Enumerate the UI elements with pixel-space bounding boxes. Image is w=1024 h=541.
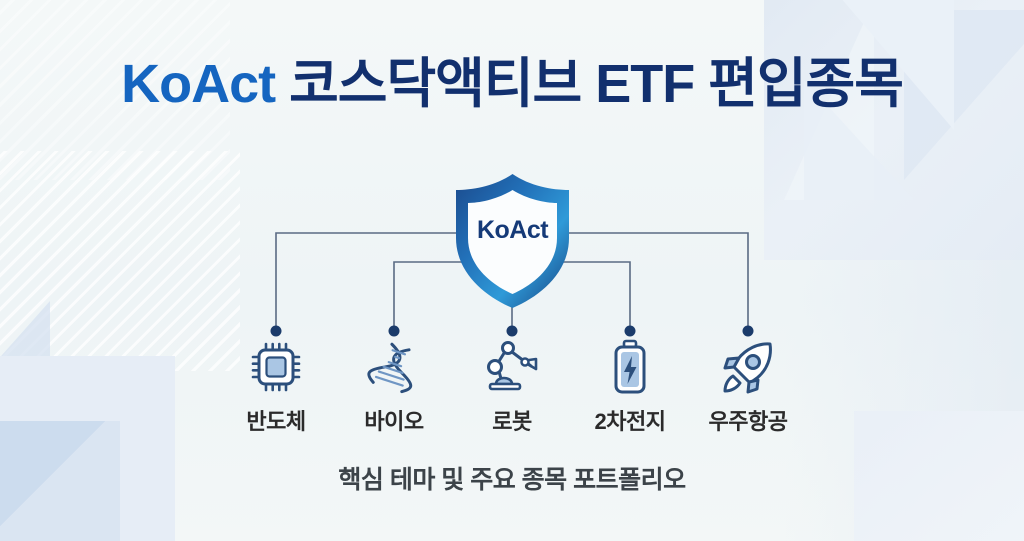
cpu-chip-icon	[216, 336, 336, 398]
theme-node-row: 반도체	[0, 336, 1024, 446]
battery-bolt-icon	[570, 336, 690, 398]
dna-helix-icon	[334, 336, 454, 398]
koact-shield-logo: KoAct	[440, 168, 585, 313]
theme-node-aerospace[interactable]: 우주항공	[688, 336, 808, 436]
caption-text: 핵심 테마 및 주요 종목 포트폴리오	[338, 466, 686, 494]
theme-node-bio[interactable]: 바이오	[334, 336, 454, 436]
theme-node-semiconductor[interactable]: 반도체	[216, 336, 336, 436]
theme-label: 우주항공	[708, 409, 788, 434]
theme-label: 바이오	[364, 409, 424, 434]
shield-label: KoAct	[476, 216, 549, 244]
theme-label: 2차전지	[594, 409, 666, 434]
background-triangle-c	[804, 80, 914, 200]
theme-node-robot[interactable]: 로봇	[452, 336, 572, 436]
shield-icon	[456, 174, 569, 308]
theme-node-battery[interactable]: 2차전지	[570, 336, 690, 436]
theme-label: 로봇	[492, 409, 532, 434]
background-top-left-stripes	[0, 0, 230, 180]
background-bottom-left-accent	[0, 421, 120, 541]
theme-label: 반도체	[246, 409, 306, 434]
background-bottom-right-block	[854, 411, 1024, 541]
title-brand: KoAct	[121, 54, 276, 114]
rocket-icon	[688, 336, 808, 398]
page-title: KoAct 코스닥액티브 ETF 편입종목	[0, 54, 1024, 114]
title-rest: 코스닥액티브 ETF 편입종목	[289, 54, 904, 114]
robot-arm-icon	[452, 336, 572, 398]
